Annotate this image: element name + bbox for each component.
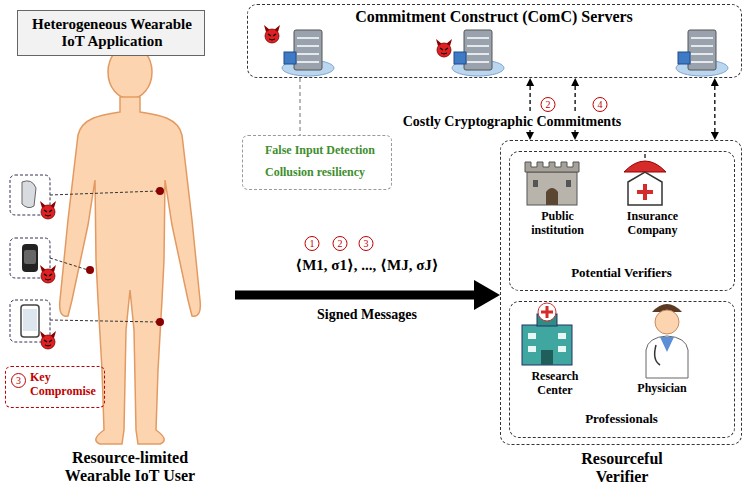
- servers: [264, 25, 728, 76]
- edge-label: ⟨M1, σ1⟩, ..., ⟨MJ, σJ⟩: [292, 257, 441, 274]
- node-text: Collusion resiliency: [265, 166, 389, 180]
- potential-verifiers-box: Public institution Insurance CompanyPoten…: [509, 151, 735, 291]
- node-text: Potential Verifiers: [510, 266, 733, 281]
- title-box: Heterogeneous Wearable IoT Application: [17, 10, 205, 56]
- callout-number: 3: [359, 236, 374, 251]
- edge-label: Costly Cryptographic Commitments: [400, 114, 625, 130]
- castle-icon: [525, 162, 579, 205]
- wearable-devices: [10, 175, 164, 349]
- node-text: False Input Detection: [265, 144, 389, 158]
- server-group: Commitment Construct (ComC) Servers: [247, 4, 742, 78]
- physician-icon: [646, 304, 688, 378]
- callout-number: 4: [593, 97, 608, 112]
- node-text: Commitment Construct (ComC) Servers: [248, 8, 740, 26]
- key-compromise-box: 3 Key Compromise: [5, 366, 105, 408]
- node-text: Resourceful Verifier: [562, 450, 682, 487]
- callout-number: 2: [541, 97, 556, 112]
- callout-number: 1: [305, 236, 320, 251]
- commitment-arrow: [714, 86, 715, 132]
- node-text: Professionals: [510, 412, 733, 427]
- insurance-icon: [624, 154, 666, 205]
- node-text: Key Compromise: [30, 371, 102, 399]
- message-arrow: [235, 290, 474, 299]
- node-text: Insurance Company: [610, 210, 695, 238]
- leader-line: [299, 78, 300, 135]
- verifier-group: Public institution Insurance CompanyPoten…: [500, 140, 742, 445]
- node-text: Physician: [622, 382, 702, 396]
- node-text: Public institution: [515, 210, 600, 238]
- professionals-box: Research Center PhysicianProfessionals: [509, 301, 735, 438]
- node-text: Research Center: [515, 370, 595, 398]
- callout-number: 2: [333, 236, 348, 251]
- arrow-caption: Signed Messages: [317, 307, 417, 323]
- research-center-icon: [522, 303, 572, 365]
- callout-number: 3: [11, 373, 26, 388]
- node-text: Resource-limited Wearable IoT User: [40, 449, 220, 486]
- node-text: Heterogeneous Wearable IoT Application: [22, 16, 202, 51]
- property-callout: False Input DetectionCollusion resilienc…: [242, 135, 392, 190]
